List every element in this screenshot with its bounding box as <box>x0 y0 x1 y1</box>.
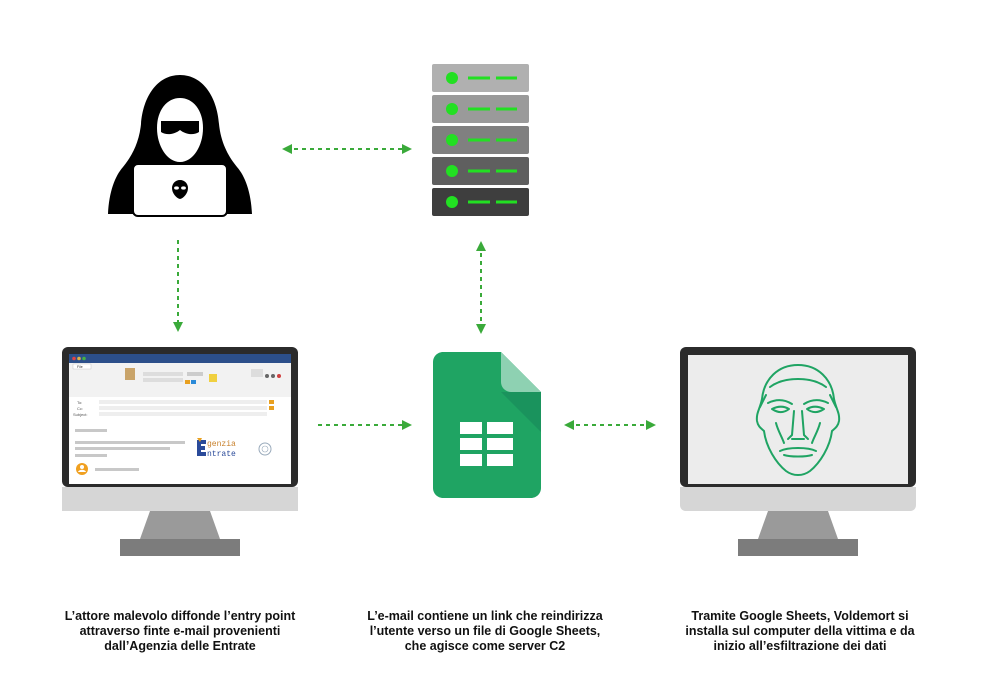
subject-label: Subject: <box>73 412 87 417</box>
voldemort-face-icon <box>755 364 841 476</box>
email-window: File To: Cc: Subject: genzia ntrate <box>69 354 291 484</box>
alien-icon <box>172 180 188 199</box>
email-tab-label: File <box>77 365 83 369</box>
to-label: To: <box>77 400 82 405</box>
caption-center: L’e-mail contiene un link che reindirizz… <box>367 609 603 653</box>
google-sheets-icon <box>433 352 541 498</box>
logo-line2: ntrate <box>207 450 236 459</box>
server-rack-icon <box>432 64 529 216</box>
victim-monitor <box>680 347 916 557</box>
caption-left: L’attore malevolo diffonde l’entry point… <box>64 609 296 653</box>
sheets-grid <box>460 422 513 466</box>
cc-label: Cc: <box>77 406 83 411</box>
agenzia-entrate-logo: genzia ntrate <box>197 438 272 459</box>
caption-right: Tramite Google Sheets, Voldemort si inst… <box>685 609 915 653</box>
hacker-icon <box>108 75 252 217</box>
logo-line1: genzia <box>207 440 236 449</box>
email-monitor: File To: Cc: Subject: genzia ntrate <box>62 347 298 557</box>
